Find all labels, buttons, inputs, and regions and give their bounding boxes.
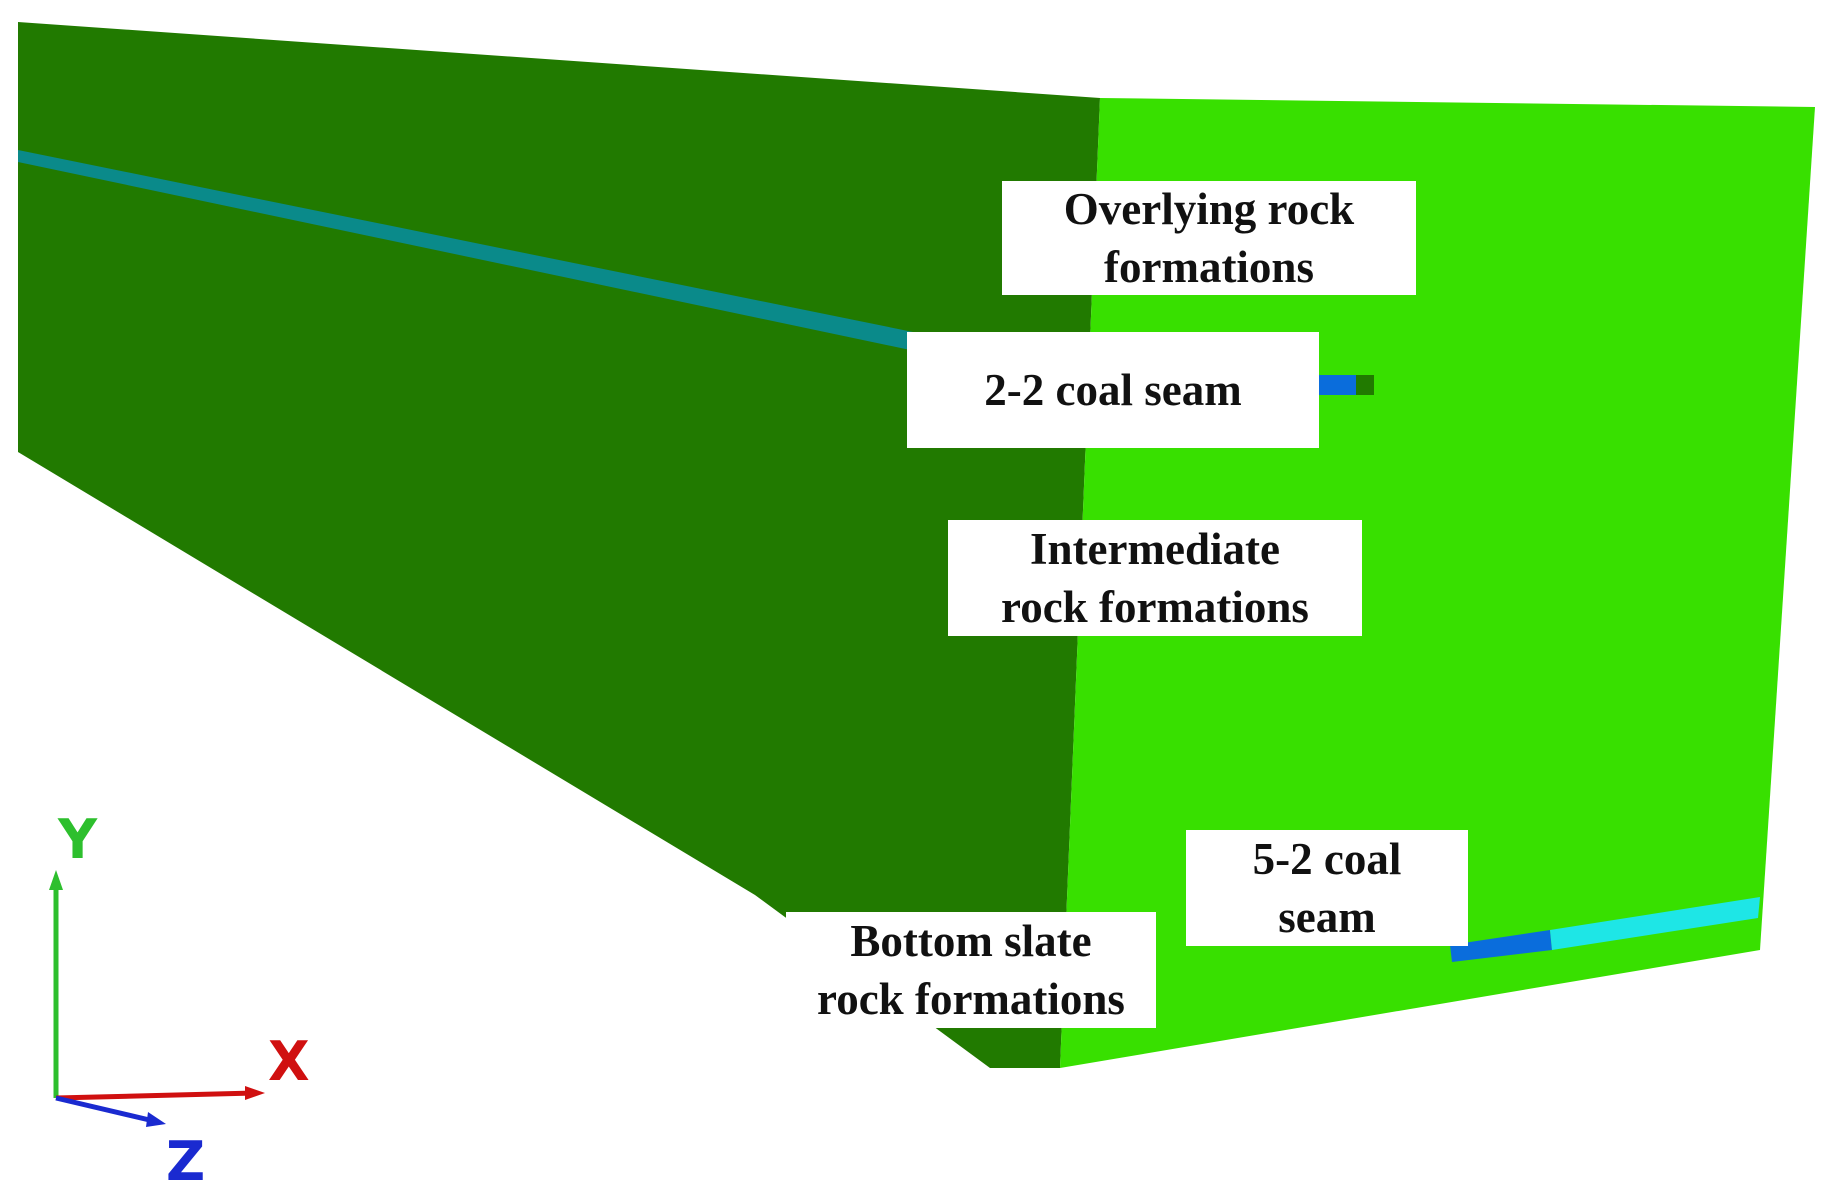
label-5-2-coal-seam: 5-2 coal seam — [1186, 830, 1468, 946]
x-axis-arrow — [55, 1090, 256, 1101]
coal-seam-5-2-stripe — [1550, 897, 1760, 950]
coal-seam-2-2-stripe — [18, 150, 1100, 390]
label-bottom-slate-rock-formations: Bottom slate rock formations — [786, 912, 1156, 1028]
model-left-face — [18, 22, 1100, 1068]
label-coal-5-2-line-1: 5-2 coal — [1252, 834, 1402, 884]
label-coal-2-2-line-1: 2-2 coal seam — [984, 365, 1242, 415]
label-intermediate-rock-formations: Intermediate rock formations — [948, 520, 1362, 636]
axis-triad: Y X Z — [49, 808, 310, 1193]
z-axis-arrow — [55, 1095, 159, 1125]
label-coal-5-2-line-2: seam — [1278, 892, 1376, 942]
coal-seam-2-2-marker — [1318, 375, 1356, 395]
label-intermediate-line-1: Intermediate — [1030, 524, 1280, 574]
label-overlying-line-1: Overlying rock — [1063, 184, 1355, 234]
coal-seam-5-2-segment — [1450, 930, 1552, 962]
label-2-2-coal-seam: 2-2 coal seam — [907, 332, 1319, 448]
x-axis-label: X — [268, 1030, 310, 1093]
z-axis-arrowhead — [146, 1112, 166, 1127]
coal-seam-2-2-marker-edge — [1356, 375, 1374, 395]
label-overlying-line-2: formations — [1104, 242, 1314, 292]
x-axis-arrowhead — [245, 1086, 265, 1100]
label-bottom-line-1: Bottom slate — [850, 916, 1092, 966]
label-overlying-rock-formations: Overlying rock formations — [1002, 181, 1416, 295]
label-bottom-line-2: rock formations — [817, 974, 1125, 1024]
label-intermediate-line-2: rock formations — [1001, 582, 1309, 632]
y-axis-arrowhead — [49, 870, 63, 890]
z-axis-label: Z — [166, 1130, 205, 1193]
y-axis-label: Y — [57, 808, 98, 871]
